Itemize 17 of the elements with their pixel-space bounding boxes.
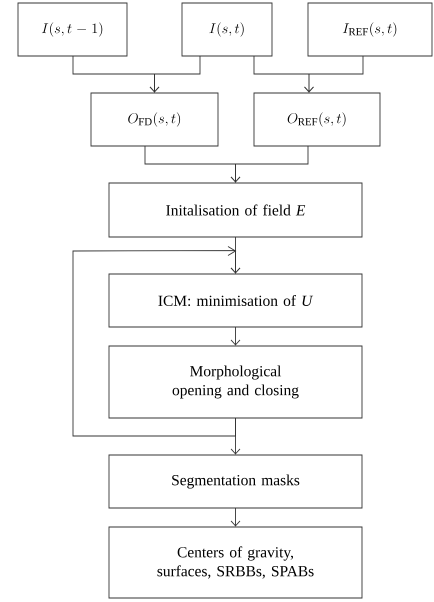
arrow (72, 246, 240, 436)
arrow (150, 56, 200, 93)
arrow (230, 146, 308, 183)
formula-box: $O_{\mathrm{REF}}(s,t)$ (254, 92, 380, 146)
process-box: Morphological opening and closing (108, 346, 362, 418)
arrow (230, 418, 240, 455)
arrow (230, 327, 240, 346)
process-box: ICM: minimisation of U (108, 274, 362, 328)
formula-box: $I(s,t)$ (182, 2, 272, 56)
process-box: Initalisation of field E (108, 182, 362, 238)
formula-box: $O_{\mathrm{FD}}(s,t)$ (90, 92, 218, 146)
arrow (230, 508, 240, 527)
process-box: Segmentation masks (108, 454, 362, 508)
formula-box: $I(s,t-1)$ (18, 2, 128, 56)
arrow (304, 56, 364, 93)
process-box: Centers of gravity, surfaces, SRBBs, SPABs (108, 526, 362, 598)
formula-box: $I_{\mathrm{REF}}(s,t)$ (308, 2, 432, 56)
